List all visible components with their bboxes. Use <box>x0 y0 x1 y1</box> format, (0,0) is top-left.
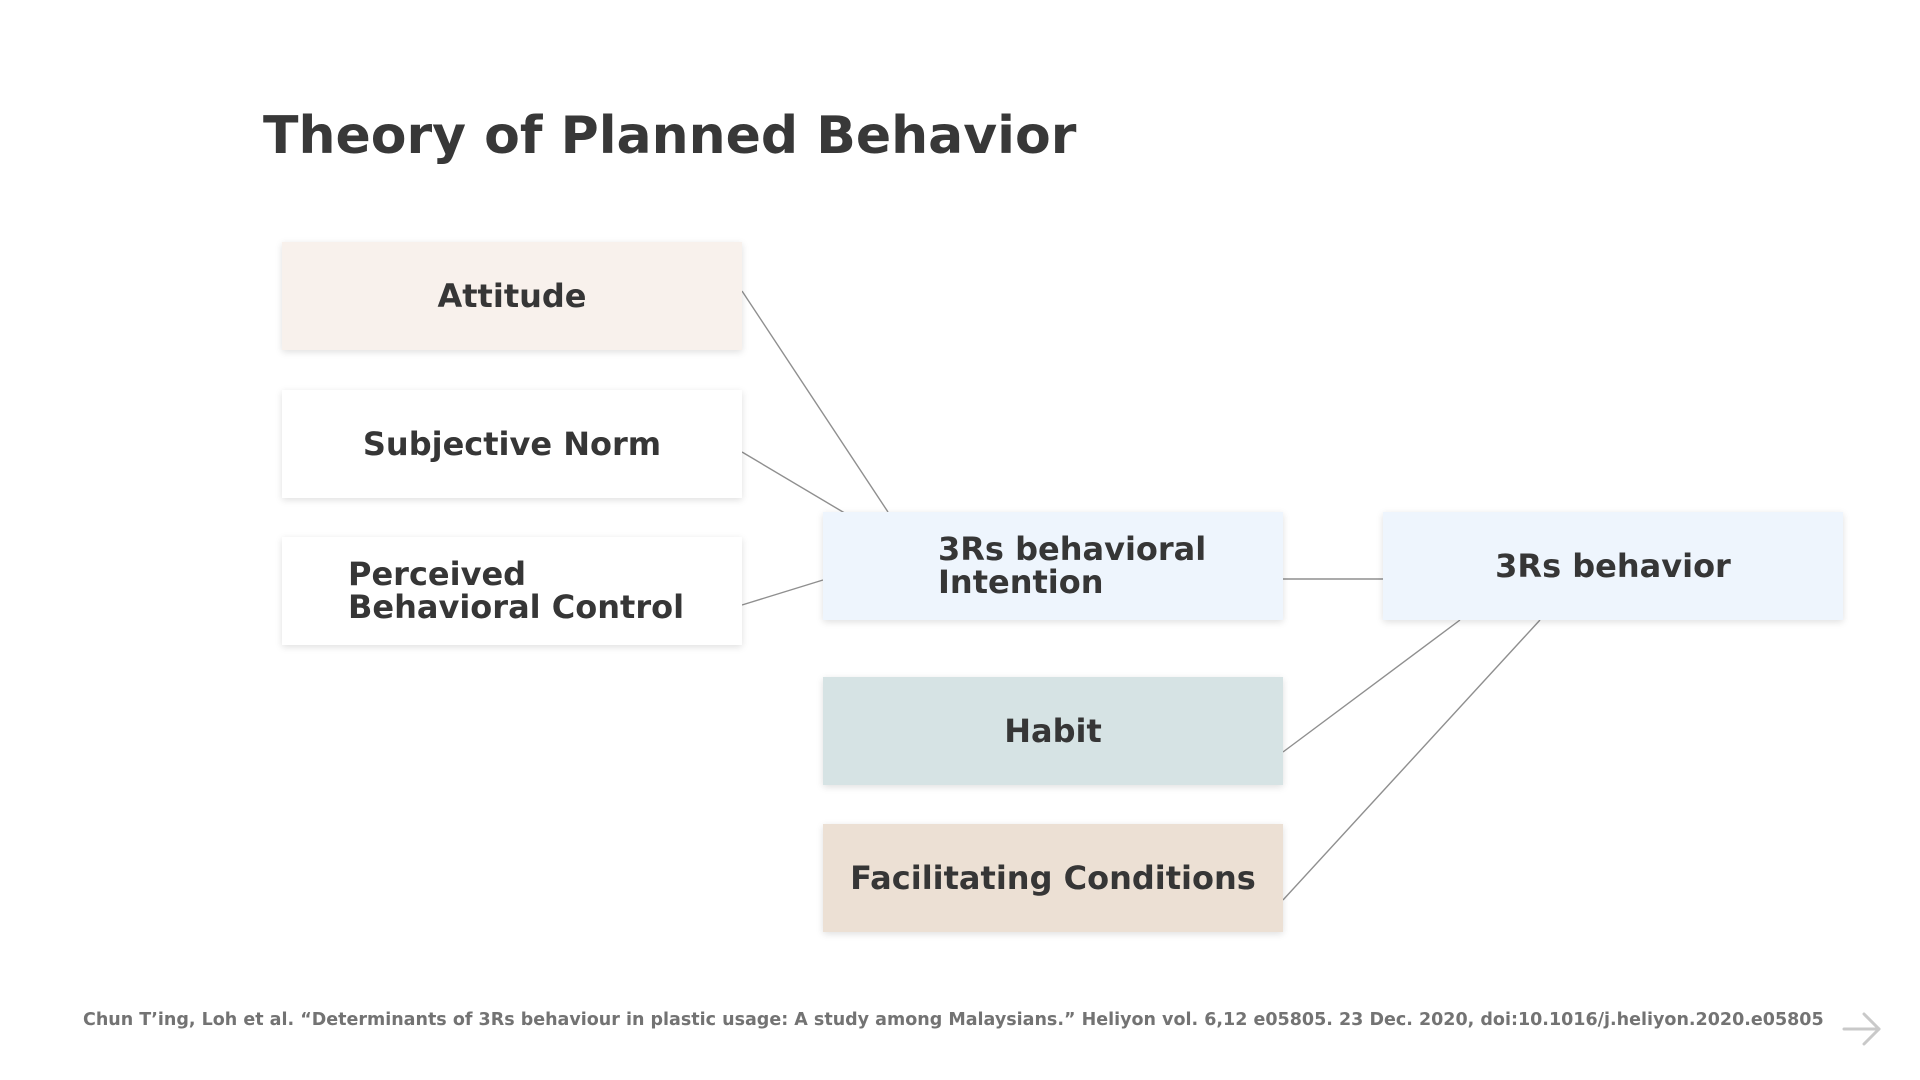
node-behavior: 3Rs behavior <box>1383 512 1843 620</box>
node-behavioral-intention: 3Rs behavioral Intention <box>823 512 1283 620</box>
arrow-right-icon[interactable] <box>1841 1008 1883 1050</box>
node-attitude: Attitude <box>282 242 742 350</box>
node-behavioral-intention-label: 3Rs behavioral Intention <box>938 529 1207 601</box>
edge-facilitating-behavior <box>1282 619 1541 901</box>
node-habit-label: Habit <box>1004 712 1102 750</box>
node-habit: Habit <box>823 677 1283 785</box>
node-behavior-label: 3Rs behavior <box>1495 547 1731 585</box>
node-facilitating-conditions-label: Facilitating Conditions <box>850 859 1256 897</box>
node-facilitating-conditions: Facilitating Conditions <box>823 824 1283 932</box>
node-attitude-label: Attitude <box>437 277 587 315</box>
edge-subjective-norm-intention <box>741 451 849 516</box>
node-perceived-behavioral-control: Perceived Behavioral Control <box>282 537 742 645</box>
slide-title: Theory of Planned Behavior <box>263 106 1077 166</box>
edge-pbc-intention <box>741 579 824 606</box>
node-subjective-norm-label: Subjective Norm <box>362 425 662 463</box>
citation: Chun T’ing, Loh et al. “Determinants of … <box>83 1010 1824 1030</box>
edge-attitude-intention <box>741 290 889 513</box>
node-subjective-norm: Subjective Norm <box>282 390 742 498</box>
edge-habit-behavior <box>1282 619 1461 753</box>
node-perceived-behavioral-control-label: Perceived Behavioral Control <box>348 554 685 626</box>
